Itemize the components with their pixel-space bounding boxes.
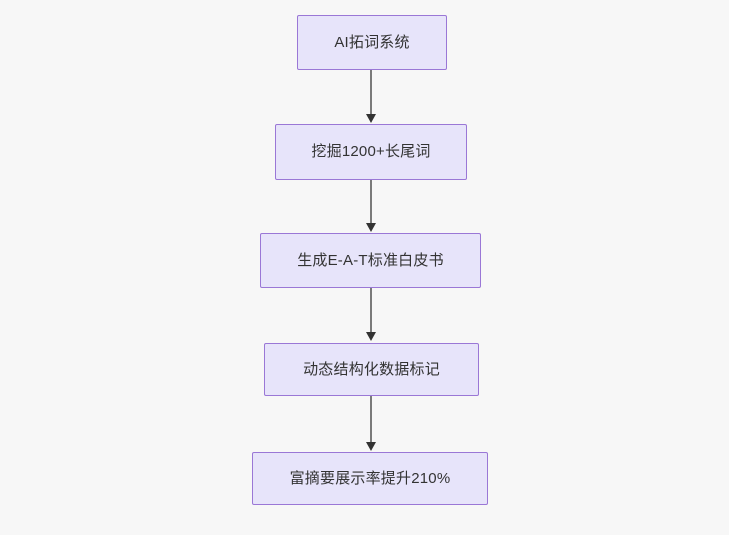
flowchart-edge-1-2 <box>370 70 372 116</box>
flowchart-node-5[interactable]: 富摘要展示率提升210% <box>252 452 488 505</box>
flowchart-edge-4-5 <box>370 396 372 444</box>
flowchart-node-5-label: 富摘要展示率提升210% <box>289 469 451 487</box>
flowchart-node-2-label: 挖掘1200+长尾词 <box>311 143 431 160</box>
flowchart-edge-4-5-arrowhead <box>365 442 376 451</box>
flowchart-node-4[interactable]: 动态结构化数据标记 <box>264 343 479 396</box>
flowchart-node-1[interactable]: AI拓词系统 <box>297 15 447 70</box>
flowchart-node-2[interactable]: 挖掘1200+长尾词 <box>275 124 467 180</box>
flowchart-node-3[interactable]: 生成E-A-T标准白皮书 <box>260 233 481 288</box>
flowchart-edge-3-4-arrowhead <box>365 332 376 341</box>
flowchart-node-3-label: 生成E-A-T标准白皮书 <box>297 251 444 269</box>
flowchart-edge-3-4 <box>370 288 372 334</box>
flowchart-edge-1-2-arrowhead <box>365 114 376 123</box>
flowchart-node-1-label: AI拓词系统 <box>334 33 410 51</box>
flowchart-edge-2-3-arrowhead <box>365 223 376 232</box>
flowchart-edge-2-3 <box>370 180 372 225</box>
flowchart-node-4-label: 动态结构化数据标记 <box>303 360 440 378</box>
